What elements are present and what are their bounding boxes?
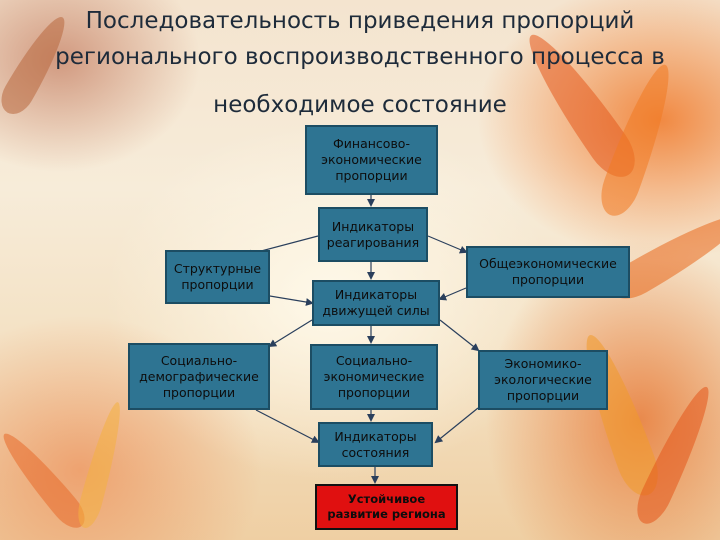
- node-label: Индикаторы движущей силы: [322, 287, 430, 318]
- page-title-line-2: регионального воспроизводственного проце…: [55, 44, 665, 70]
- node-financial-economic-proportions: Финансово-экономические пропорции: [305, 125, 438, 195]
- node-label: Индикаторы состояния: [334, 428, 417, 460]
- node-structural-proportions: Структурные пропорции: [165, 250, 270, 304]
- node-label: Социально-демографические пропорции: [139, 352, 259, 400]
- arrow-drive-to-socdemo: [268, 319, 313, 348]
- node-label: Устойчивое развитие региона: [327, 492, 446, 521]
- node-social-demographic-proportions: Социально-демографические пропорции: [128, 343, 270, 410]
- arrow-general-to-drive: [438, 287, 467, 301]
- node-general-economic-proportions: Общеэкономические пропорции: [466, 246, 630, 298]
- node-state-indicators: Индикаторы состояния: [318, 422, 433, 467]
- node-sustainable-development: Устойчивое развитие региона: [315, 484, 458, 530]
- arrow-socdemo-to-state: [255, 409, 320, 443]
- node-label: Финансово-экономические пропорции: [321, 136, 422, 183]
- page-title-line-1: Последовательность приведения пропорций: [85, 8, 635, 34]
- node-social-economic-proportions: Социально-экономические пропорции: [310, 344, 438, 410]
- node-label: Индикаторы реагирования: [326, 218, 420, 250]
- node-label: Структурные пропорции: [173, 261, 262, 292]
- arrow-ecoecon-to-state: [434, 407, 479, 444]
- arrow-react-to-general: [427, 235, 468, 254]
- arrow-drive-to-ecoecon: [439, 319, 480, 352]
- node-response-indicators: Индикаторы реагирования: [318, 207, 428, 262]
- node-label: Экономико-экологические пропорции: [494, 356, 592, 403]
- page-title-line-3: необходимое состояние: [213, 92, 507, 118]
- node-label: Общеэкономические пропорции: [479, 256, 617, 287]
- node-economic-ecological-proportions: Экономико-экологические пропорции: [478, 350, 608, 410]
- node-label: Социально-экономические пропорции: [323, 353, 425, 400]
- node-driving-force-indicators: Индикаторы движущей силы: [312, 280, 440, 326]
